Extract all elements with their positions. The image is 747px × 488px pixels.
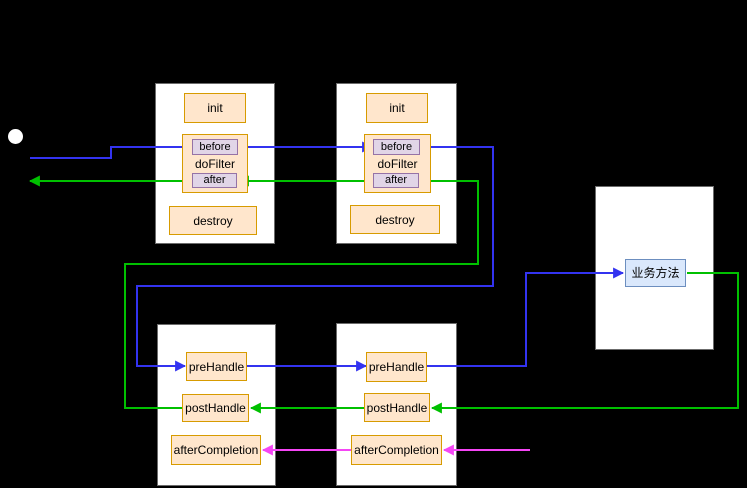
filter2-destroy-node: destroy [350, 205, 440, 234]
interceptor1-posthandle-node: postHandle [182, 394, 249, 422]
filter1-after-node: after [192, 173, 237, 188]
interceptor1-aftercompletion-node: afterCompletion [171, 435, 261, 465]
filter2-after-node: after [373, 173, 419, 188]
filter1-dofilter-label: doFilter [194, 157, 235, 171]
interceptor2-aftercompletion-node: afterCompletion [351, 435, 442, 465]
interceptor2-posthandle-node: postHandle [364, 393, 430, 422]
interceptor1-prehandle-node: preHandle [186, 352, 247, 381]
filter1-destroy-node: destroy [169, 206, 257, 235]
request-flow-before2-to-prehandle1 [136, 146, 494, 372]
filter2-before-node: before [373, 139, 420, 155]
request-flow-prehandle2-to-business [427, 267, 625, 367]
filter2-dofilter-label: doFilter [377, 157, 418, 171]
filter1-before-node: before [192, 139, 238, 155]
response-flow-business-to-posthandle2 [430, 272, 739, 414]
interceptor2-prehandle-node: preHandle [366, 352, 427, 382]
request-flow-start-to-before1 [30, 141, 194, 159]
filter2-init-node: init [366, 93, 428, 123]
business-method-node: 业务方法 [625, 259, 686, 287]
response-flow-posthandle1-to-after2 [124, 175, 479, 409]
filter1-init-node: init [184, 93, 246, 123]
start-node-circle [8, 129, 23, 144]
